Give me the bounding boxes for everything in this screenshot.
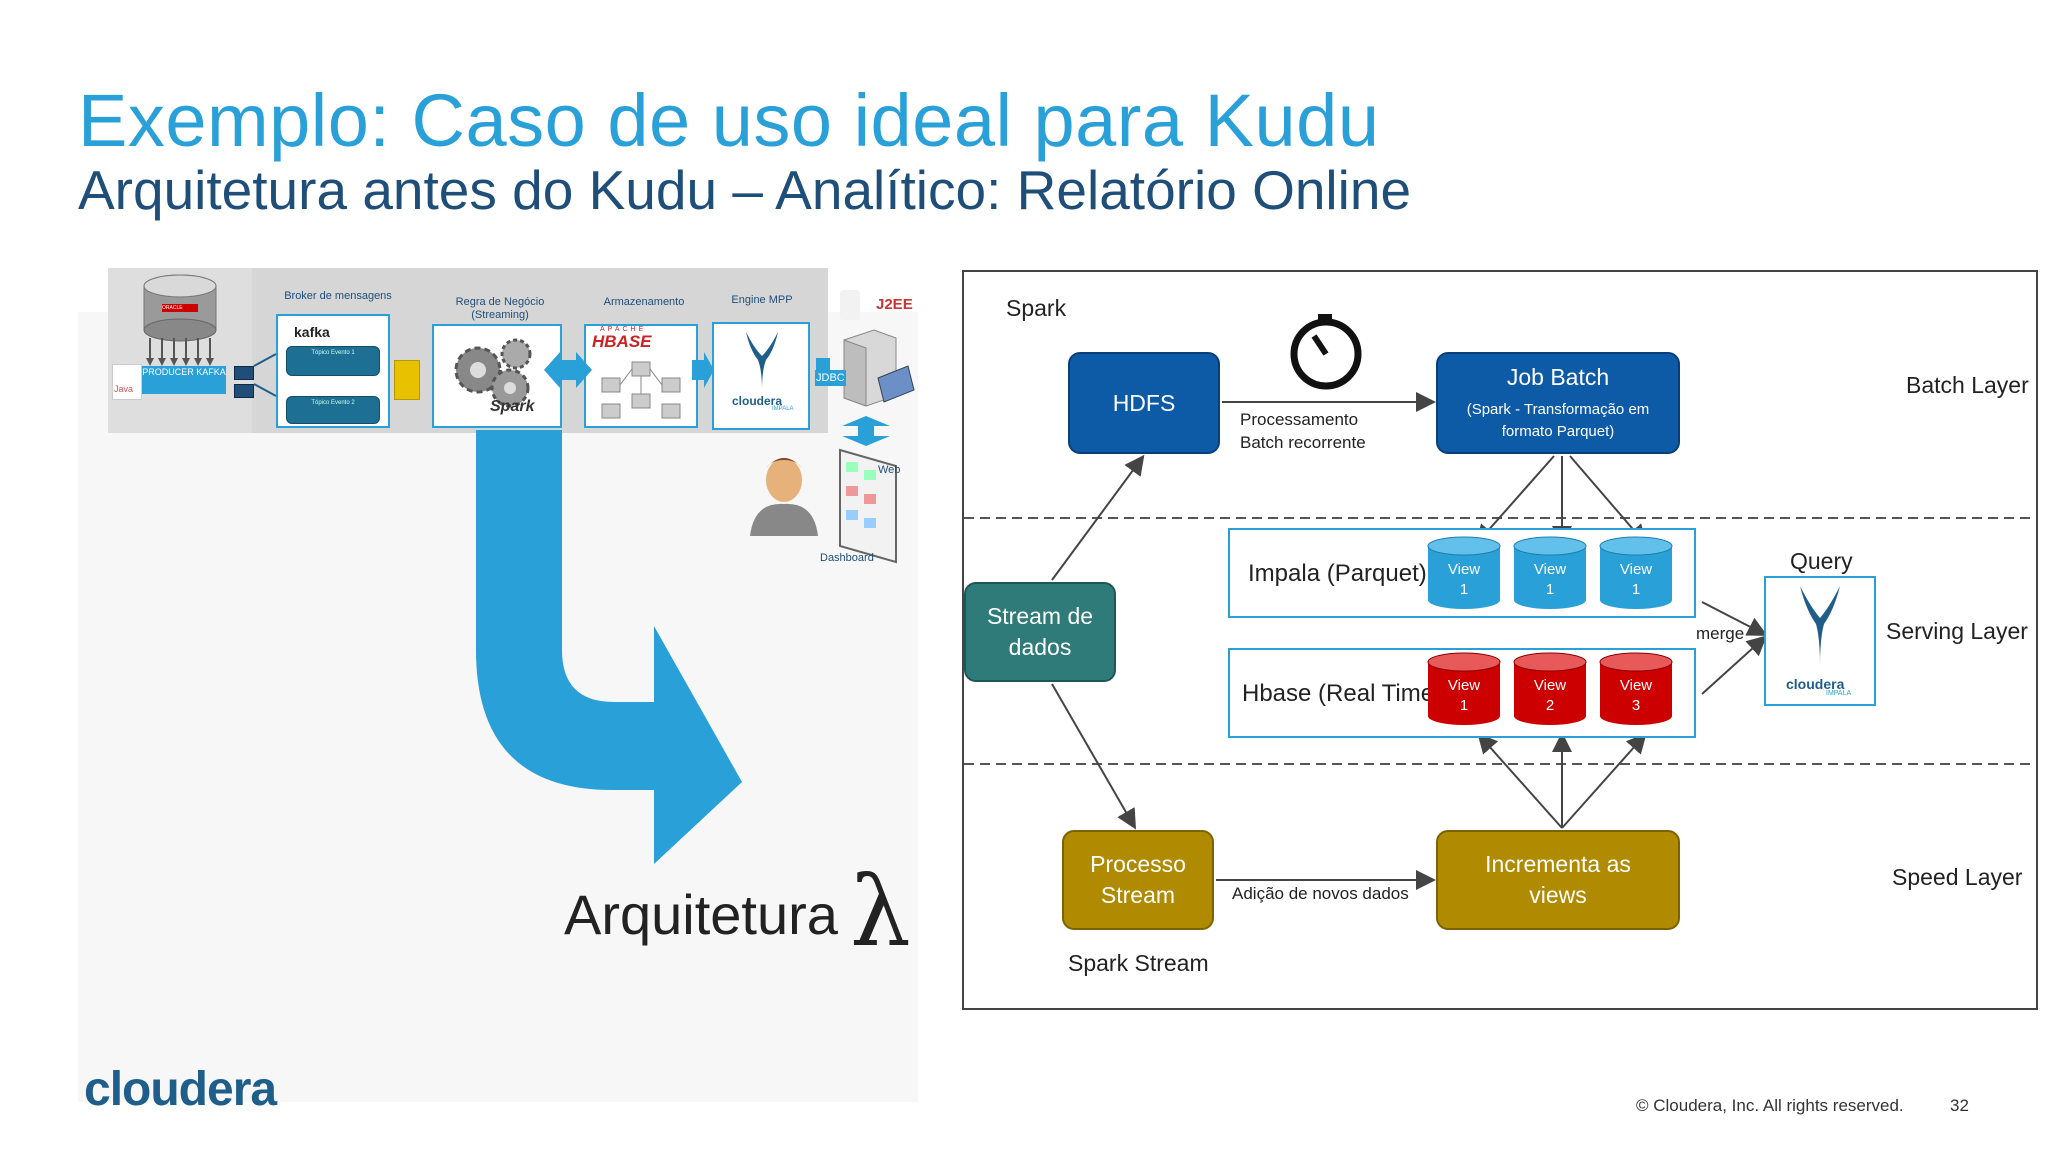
view-name: View [1533, 561, 1567, 578]
topic-1: Tópico Evento 1 [286, 346, 380, 376]
processo-stream-node: Processo Stream [1062, 830, 1214, 930]
j2ee-label: J2EE [876, 296, 913, 313]
lambda-architecture-label: Arquitetura [564, 883, 838, 946]
job-batch-title: Job Batch [1506, 363, 1610, 390]
business-rule-label: Regra de Negócio (Streaming) [455, 296, 545, 321]
impala-view-2 [1513, 536, 1587, 609]
incrementa-views-label: Incrementa as views [1485, 851, 1631, 908]
view-number: 1 [1631, 581, 1641, 598]
gears-icon [454, 338, 532, 408]
impala-view-1-label: View 1 [1428, 560, 1500, 600]
view-number: 1 [1459, 697, 1469, 714]
view-number: 3 [1631, 697, 1641, 714]
batch-process-label-line1: Processamento [1240, 410, 1359, 429]
impala-antelope-icon [746, 332, 778, 390]
query-cloudera-logo: cloudera [1786, 676, 1845, 692]
batch-process-label-line2: Batch recorrente [1240, 433, 1366, 452]
speed-layer-label: Speed Layer [1892, 864, 2023, 890]
view-number: 1 [1459, 581, 1469, 598]
user-avatar-icon [750, 458, 818, 536]
batch-layer-label: Batch Layer [1906, 372, 2029, 398]
processo-stream-label: Processo Stream [1090, 851, 1186, 908]
jdbc-label: JDBC [815, 370, 846, 386]
hbase-views [1427, 652, 1673, 725]
hbase-realtime-label: Hbase (Real Time) [1242, 680, 1443, 707]
java-icon [112, 364, 142, 400]
hbase-view-3-label: View 3 [1600, 676, 1672, 716]
spark-label: Spark [1006, 295, 1067, 321]
dashboard-label: Dashboard [820, 552, 874, 564]
serving-layer-label: Serving Layer [1886, 618, 2028, 644]
impala-view-1 [1427, 536, 1501, 609]
bidirectional-arrow [842, 416, 890, 446]
spark-stream-label: Spark Stream [1068, 950, 1209, 976]
view-name: View [1447, 561, 1481, 578]
engine-module [712, 322, 810, 430]
view-name: View [1533, 677, 1567, 694]
hbase-view-3 [1599, 652, 1673, 725]
hbase-view-1 [1427, 652, 1501, 725]
impala-view-3 [1599, 536, 1673, 609]
query-label: Query [1790, 548, 1853, 574]
adicao-label: Adição de novos dados [1232, 884, 1409, 903]
java-cup-icon [840, 290, 860, 320]
view-name: View [1619, 561, 1653, 578]
hbase-view-2 [1513, 652, 1587, 725]
db-flow-arrows [146, 338, 214, 366]
database-icon [143, 274, 217, 342]
producer-kafka-box: PRODUCER KAFKA [142, 366, 226, 394]
pipeline-connectors [253, 352, 830, 397]
database-badge: ORACLE [162, 305, 183, 311]
stream-de-dados-label: Stream de dados [986, 603, 1094, 660]
hbase-view-2-label: View 2 [1514, 676, 1586, 716]
diagram-connectors [1051, 392, 1768, 890]
message-queue-icon [394, 360, 420, 400]
timer-icon [1290, 314, 1362, 390]
message-icon [234, 384, 254, 398]
broker-label: Broker de mensagens [284, 290, 392, 302]
impala-antelope-icon [1800, 586, 1840, 666]
transition-arrow [476, 430, 742, 864]
slide-subtitle: Arquitetura antes do Kudu – Analítico: R… [78, 159, 1412, 221]
cloudera-logo-text: cloudera [732, 394, 783, 408]
hbase-cluster-icon [601, 361, 681, 419]
impala-view-3-label: View 1 [1600, 560, 1672, 600]
view-name: View [1619, 677, 1653, 694]
engine-label: Engine MPP [731, 294, 793, 306]
storage-label: Armazenamento [603, 296, 685, 308]
incrementa-views-node: Incrementa as views [1436, 830, 1680, 930]
hbase-logo-text: HBASE [592, 332, 652, 351]
view-number: 1 [1545, 581, 1555, 598]
lambda-symbol: λ [850, 856, 911, 968]
java-label: Java [114, 384, 134, 394]
view-name: View [1447, 677, 1481, 694]
impala-parquet-label: Impala (Parquet) [1248, 560, 1427, 587]
kafka-label: kafka [294, 324, 330, 340]
page-number: 32 [1950, 1096, 1969, 1115]
slide-title: Exemplo: Caso de uso ideal para Kudu [78, 79, 1380, 162]
spark-logo-text: Spark [490, 398, 535, 415]
merge-label: merge [1696, 624, 1745, 643]
server-icon [843, 329, 915, 407]
cloudera-footer-logo: cloudera [84, 1063, 277, 1116]
message-icon [234, 366, 254, 380]
topic-2: Tópico Evento 2 [286, 396, 380, 424]
web-label: Web [878, 464, 901, 476]
view-number: 2 [1545, 697, 1555, 714]
job-batch-subtitle: (Spark - Transformação em formato Parque… [1466, 400, 1650, 440]
apache-label: APACHE [600, 326, 647, 333]
dashboard-icon [839, 448, 897, 564]
job-batch-node: Job Batch (Spark - Transformação em form… [1436, 352, 1680, 454]
hbase-view-1-label: View 1 [1428, 676, 1500, 716]
impala-logo-text: IMPALA [772, 406, 794, 412]
hdfs-node: HDFS [1068, 352, 1220, 454]
impala-view-2-label: View 1 [1514, 560, 1586, 600]
hdfs-label: HDFS [1112, 389, 1176, 416]
copyright-text: © Cloudera, Inc. All rights reserved. [1636, 1096, 1904, 1115]
impala-views [1427, 536, 1673, 609]
query-impala-logo: IMPALA [1826, 690, 1852, 697]
stream-de-dados-node: Stream de dados [964, 582, 1116, 682]
